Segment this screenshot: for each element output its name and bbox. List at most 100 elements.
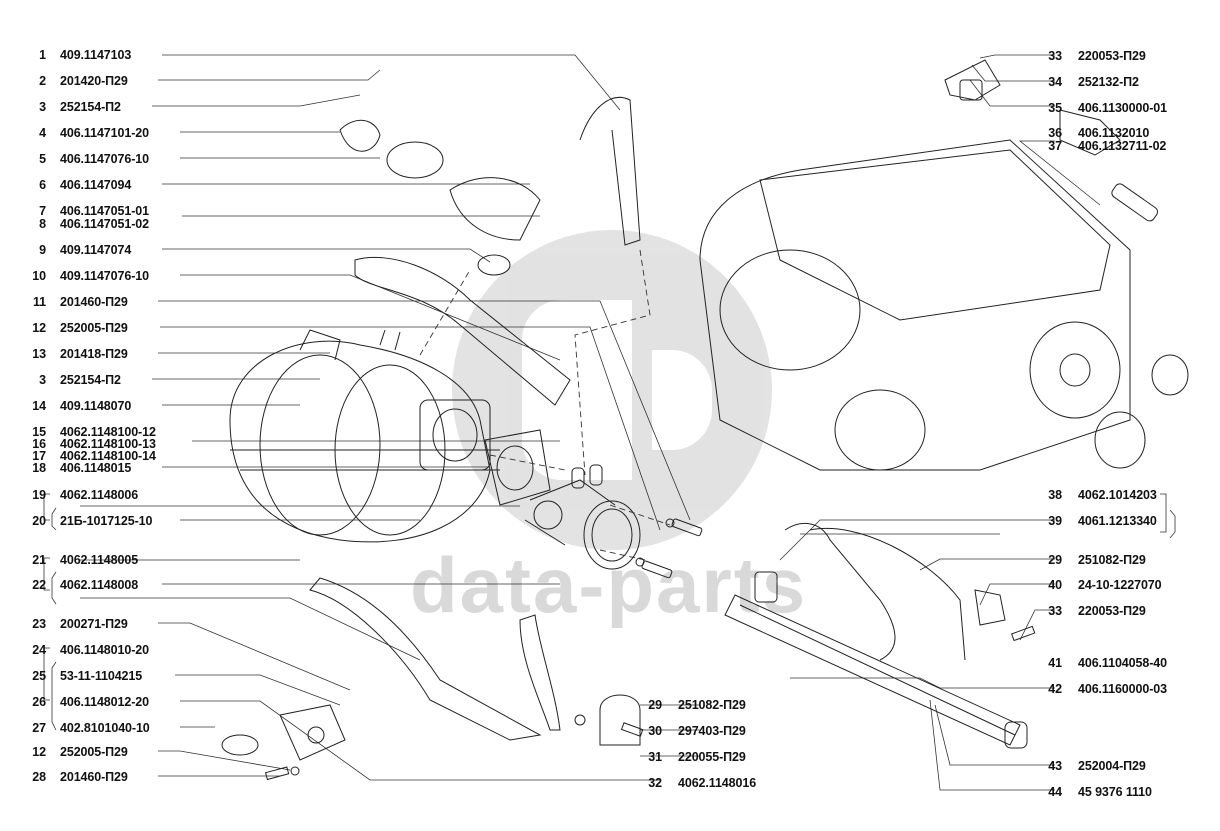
part-number: 4062.1148100-14 <box>60 449 156 463</box>
leader-2 <box>158 69 381 81</box>
part-number: 409.1147076-10 <box>60 269 149 283</box>
part-number: 406.1147051-01 <box>60 204 149 218</box>
part-number: 4062.1148008 <box>60 578 139 592</box>
part-number: 406.1147076-10 <box>60 152 149 166</box>
part-number: 406.1148012-20 <box>60 695 149 709</box>
air-hoses <box>221 96 641 761</box>
part-number: 201460-П29 <box>60 770 128 784</box>
leader-23 <box>158 622 351 691</box>
brackets <box>43 493 1176 731</box>
part-number: 252005-П29 <box>60 321 128 335</box>
leader-10 <box>180 274 561 361</box>
part-number: 409.1148070 <box>60 399 132 413</box>
part-number: 201418-П29 <box>60 347 128 361</box>
leader-9 <box>162 248 491 263</box>
part-number: 4062.1148100-13 <box>60 437 156 451</box>
leader-1 <box>162 54 621 111</box>
part-number: 200271-П29 <box>60 617 128 631</box>
part-number: 24-10-1227070 <box>1078 578 1162 592</box>
part-number: 406.1147101-20 <box>60 126 149 140</box>
watermark-logo <box>452 230 772 550</box>
part-number: 406.1147051-02 <box>60 217 149 231</box>
part-number: 45 9376 1110 <box>1078 785 1152 799</box>
part-number: 402.8101040-10 <box>60 721 150 735</box>
engine-assembly <box>699 59 1189 471</box>
leader-lines-right <box>640 54 1101 791</box>
dashed-guides <box>419 249 671 561</box>
part-number: 252005-П29 <box>60 745 128 759</box>
part-number: 220055-П29 <box>678 750 746 764</box>
leader-12 <box>160 326 661 531</box>
part-number: 251082-П29 <box>678 698 746 712</box>
part-number: 4062.1148005 <box>60 553 139 567</box>
part-number: 252154-П2 <box>60 100 121 114</box>
part-number: 406.1148015 <box>60 461 132 475</box>
part-number: 252132-П2 <box>1078 75 1139 89</box>
throttle-body <box>484 429 641 570</box>
part-number: 4062.1148016 <box>678 776 757 790</box>
part-number: 4062.1148006 <box>60 488 139 502</box>
bolts <box>264 518 703 781</box>
part-number: 53-11-1104215 <box>60 669 143 683</box>
part-number: 297403-П29 <box>678 724 746 738</box>
part-number: 220053-П29 <box>1078 49 1146 63</box>
intake-manifold <box>229 329 500 543</box>
part-number: 4062.1148100-12 <box>60 425 156 439</box>
leader-lines-left <box>80 54 691 781</box>
leader-3 <box>152 94 361 107</box>
part-number: 406.1132010 <box>1078 126 1150 140</box>
part-number: 406.1147094 <box>60 178 132 192</box>
part-number: 406.1104058-40 <box>1078 656 1167 670</box>
